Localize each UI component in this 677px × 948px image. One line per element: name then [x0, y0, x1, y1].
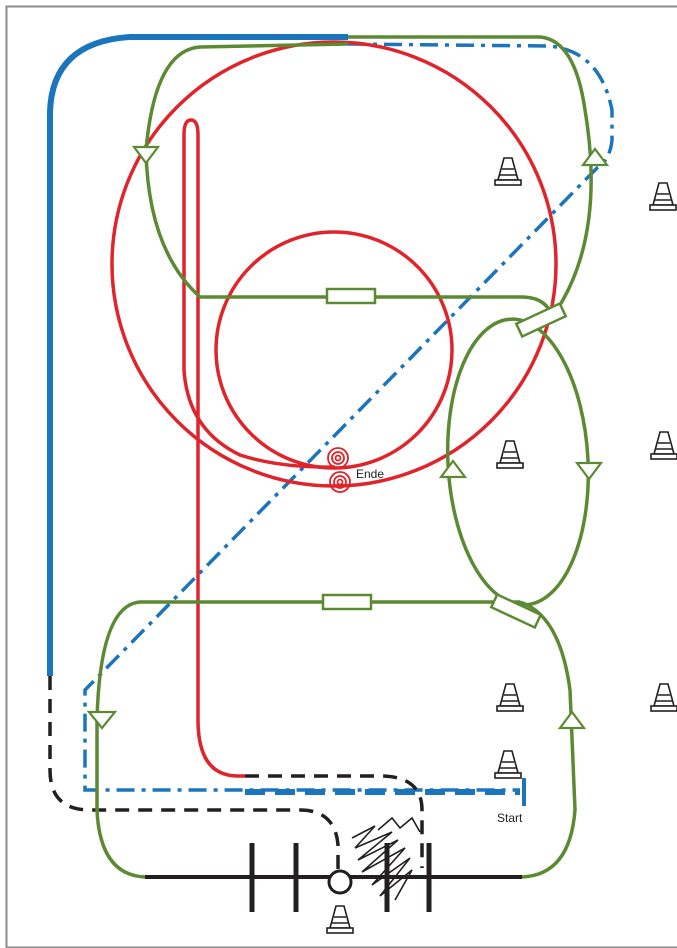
blue-dashdot-line	[83, 42, 614, 792]
red-hairpin-right	[182, 118, 245, 778]
traffic-cone-icon	[649, 182, 677, 211]
end-spiral-icon	[327, 447, 351, 493]
black-dashed-right	[245, 774, 424, 868]
triangle-arrow-icon	[574, 461, 604, 481]
black-zigzag	[351, 825, 413, 901]
triangle-arrow-icon	[86, 710, 118, 730]
direction-arrows	[86, 145, 610, 730]
triangle-arrow-icon	[438, 459, 468, 479]
green-bottom-left	[95, 600, 520, 879]
gate-icon-right-bottom	[489, 592, 543, 630]
green-bottom-right	[519, 600, 577, 879]
traffic-cone-icon	[496, 683, 524, 712]
green-top-loop	[144, 42, 554, 319]
traffic-cone-icon	[326, 905, 354, 934]
gate-icon-right-top	[514, 301, 568, 339]
red-hairpin-left	[182, 135, 336, 469]
traffic-cone-icon	[650, 431, 677, 460]
black-dashed-left	[48, 676, 340, 870]
black-zigzag-top	[377, 816, 421, 833]
cones	[326, 157, 677, 934]
triangle-arrow-icon	[580, 147, 610, 167]
end-label: Ende	[356, 467, 384, 481]
red-large-circle	[110, 40, 558, 488]
start-label: Start	[497, 811, 523, 825]
black-posts	[249, 843, 432, 912]
traffic-cone-icon	[650, 683, 677, 712]
black-ring	[327, 869, 353, 895]
traffic-cone-icon	[494, 750, 522, 779]
triangle-arrow-icon	[557, 710, 587, 730]
traffic-cone-icon	[496, 440, 524, 469]
blue-outer-line	[47, 34, 348, 676]
green-top-right	[348, 35, 593, 306]
gate-icon-top	[325, 287, 377, 305]
gate-icon-bottom	[321, 593, 373, 611]
triangle-arrow-icon	[131, 145, 161, 165]
traffic-cone-icon	[494, 157, 522, 186]
